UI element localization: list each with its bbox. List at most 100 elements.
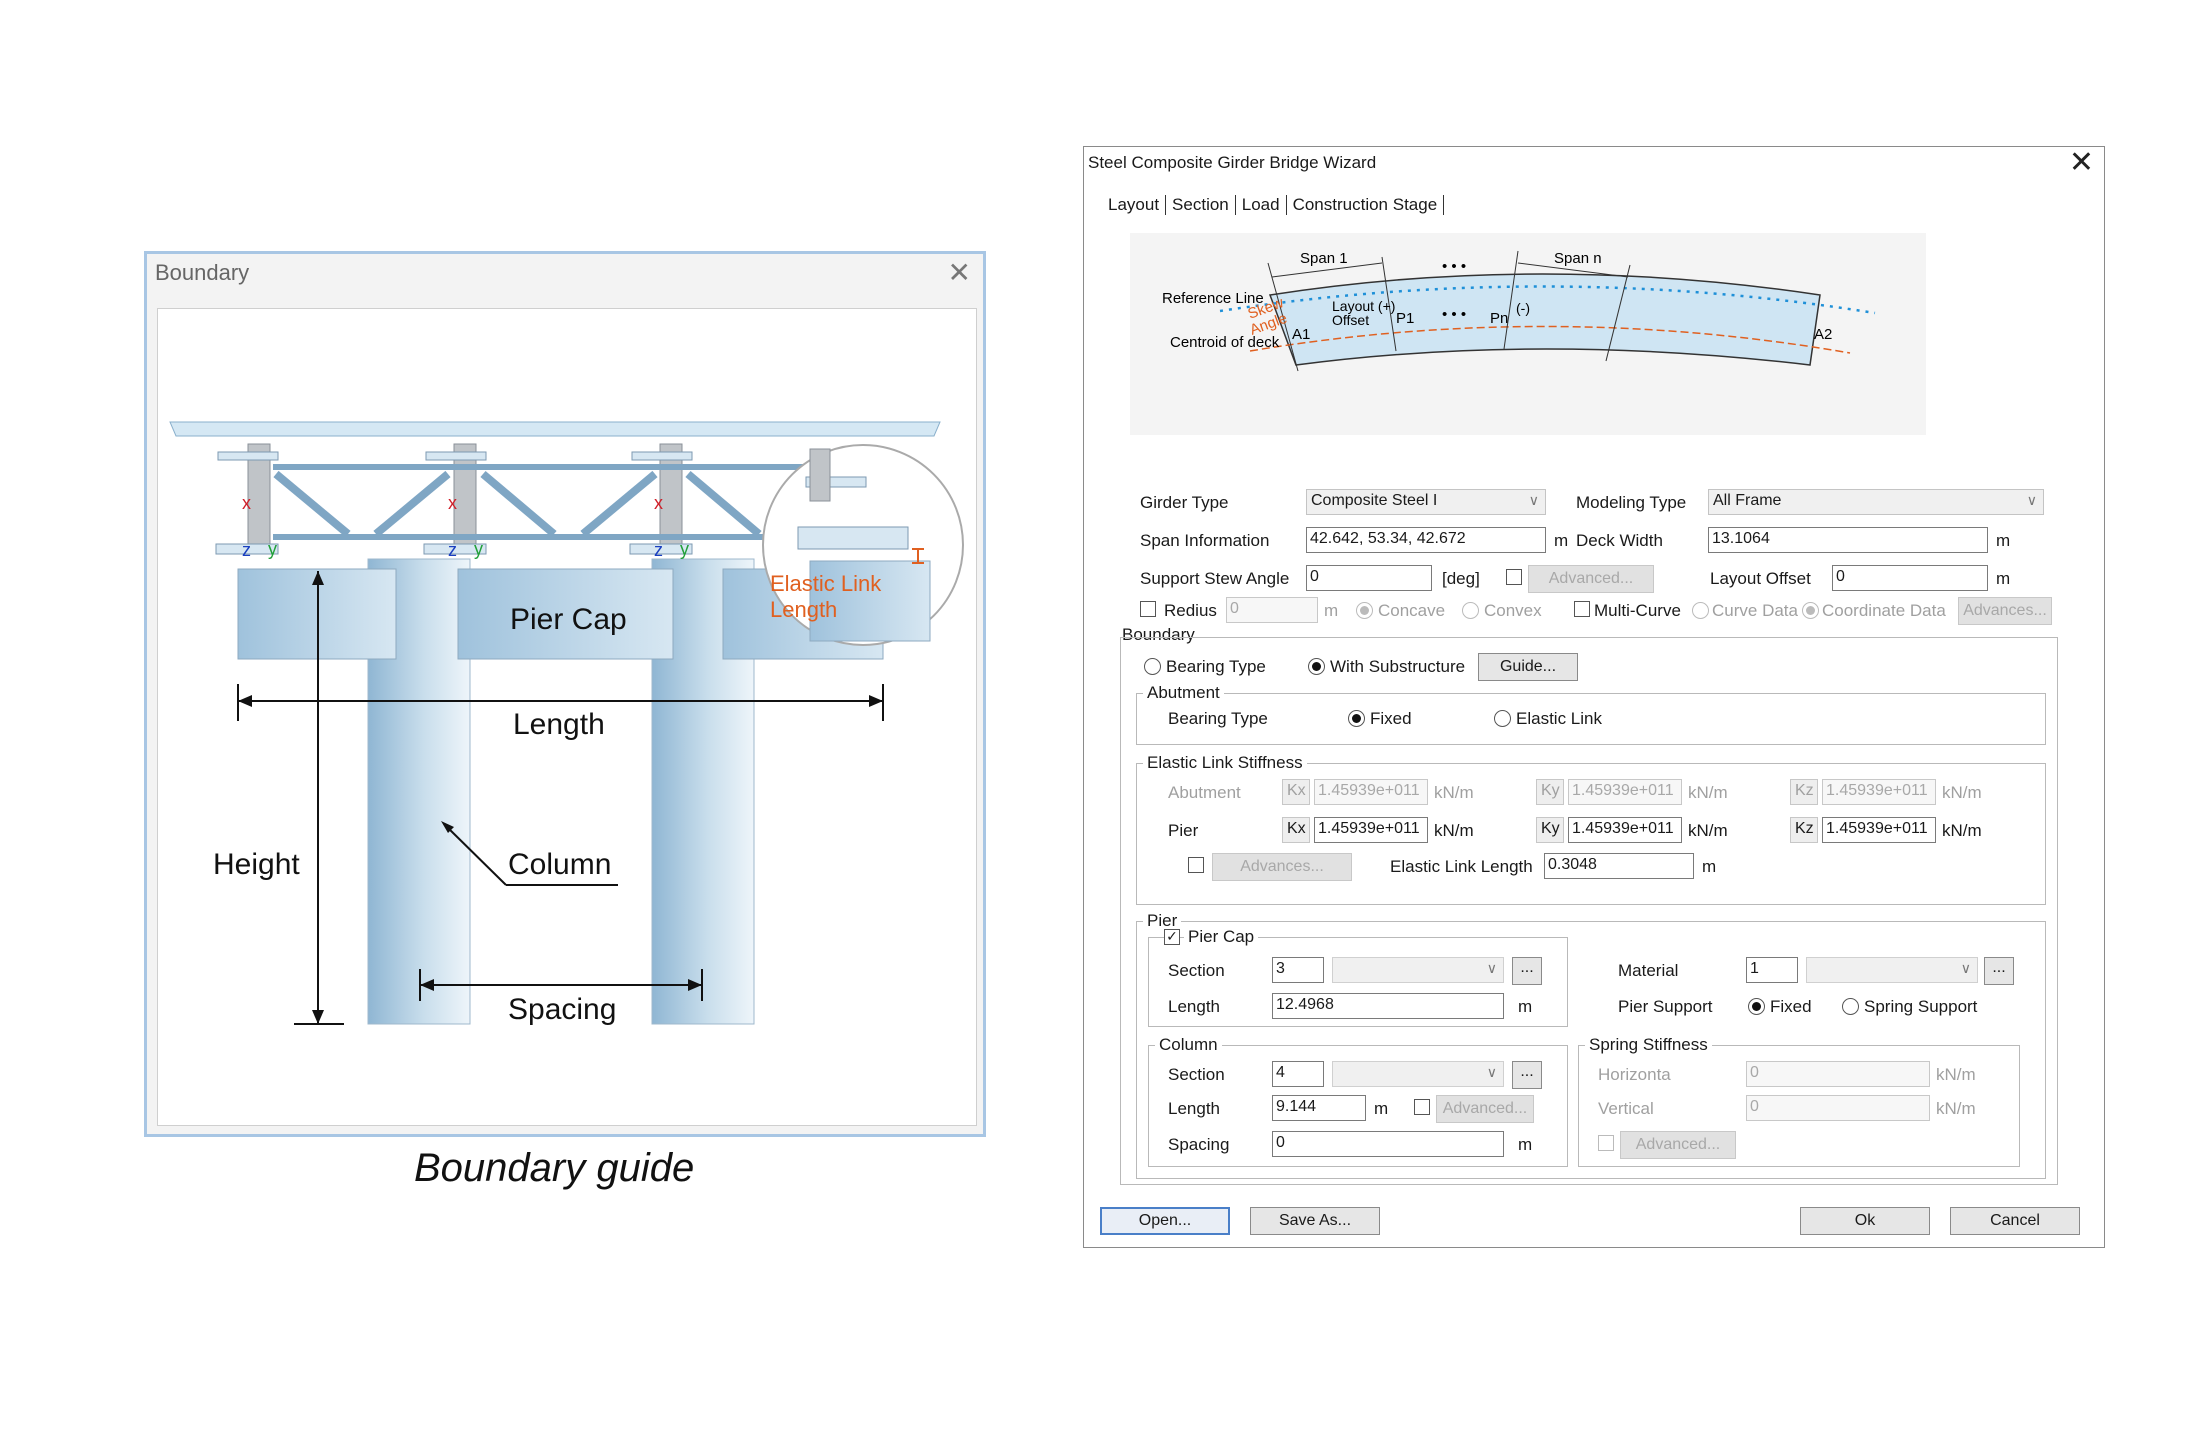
pier-cap-length-label: Length <box>1168 997 1220 1016</box>
cancel-button[interactable]: Cancel <box>1950 1207 2080 1235</box>
height-label: Height <box>213 848 300 881</box>
modeling-type-label: Modeling Type <box>1576 493 1687 512</box>
tab-section[interactable]: Section <box>1166 195 1236 215</box>
chevron-down-icon: ∨ <box>1486 960 1497 976</box>
abutment-ky-input[interactable]: 1.45939e+011 <box>1568 779 1682 805</box>
abutment-kx-unit: kN/m <box>1434 783 1474 802</box>
abutment-bearing-type-label: Bearing Type <box>1168 709 1268 728</box>
span-information-input[interactable]: 42.642, 53.34, 42.672 <box>1306 527 1546 553</box>
elastic-link-label: Elastic Link <box>770 571 882 596</box>
material-browse-button[interactable]: ... <box>1984 957 2014 985</box>
column-length-label: Length <box>1168 1099 1220 1118</box>
pier-cap-length-input[interactable]: 12.4968 <box>1272 993 1504 1019</box>
pier-cap-section-browse-button[interactable]: ... <box>1512 957 1542 985</box>
spring-horizontal-unit: kN/m <box>1936 1065 1976 1084</box>
pier-cap-section-input[interactable]: 3 <box>1272 957 1324 983</box>
column-spacing-input[interactable]: 0 <box>1272 1131 1504 1157</box>
girder-type-select[interactable]: Composite Steel I∨ <box>1306 489 1546 515</box>
stiffness-advances-button[interactable]: Advances... <box>1212 853 1352 881</box>
abutment-kx-input[interactable]: 1.45939e+011 <box>1314 779 1428 805</box>
deck-width-unit: m <box>1996 531 2011 550</box>
spring-advanced-checkbox[interactable] <box>1598 1135 1614 1151</box>
spring-support-radio[interactable] <box>1842 998 1859 1015</box>
open-button[interactable]: Open... <box>1100 1207 1230 1235</box>
pier-cap-label: Pier Cap <box>510 603 627 636</box>
ok-button[interactable]: Ok <box>1800 1207 1930 1235</box>
pier-kx-input[interactable]: 1.45939e+011 <box>1314 817 1428 843</box>
concave-label: Concave <box>1378 601 1446 620</box>
column-length-input[interactable]: 9.144 <box>1272 1095 1366 1121</box>
stiffness-advances-checkbox[interactable] <box>1188 857 1204 873</box>
pier-kz-input[interactable]: 1.45939e+011 <box>1822 817 1936 843</box>
tab-load[interactable]: Load <box>1236 195 1287 215</box>
guide-caption: Boundary guide <box>414 1146 695 1190</box>
material-select[interactable]: ∨ <box>1806 957 1978 983</box>
radius-input[interactable]: 0 <box>1226 597 1318 623</box>
pier-group-title: Pier <box>1143 911 1182 931</box>
skew-advanced-checkbox[interactable] <box>1506 569 1522 585</box>
curve-data-radio[interactable] <box>1692 602 1709 619</box>
chevron-down-icon: ∨ <box>2026 492 2037 508</box>
guide-window-title: Boundary <box>155 260 250 285</box>
convex-radio[interactable] <box>1462 602 1479 619</box>
support-skew-label: Support Stew Angle <box>1140 569 1290 588</box>
deck-width-input[interactable]: 13.1064 <box>1708 527 1988 553</box>
column-advanced-button[interactable]: Advanced... <box>1436 1095 1534 1123</box>
concave-radio[interactable] <box>1356 602 1373 619</box>
guide-drawing-canvas: x z y x z y x z y Elastic Link <box>157 308 977 1126</box>
material-label: Material <box>1618 961 1679 980</box>
spring-vertical-label: Vertical <box>1598 1099 1654 1118</box>
layout-offset-input[interactable]: 0 <box>1832 565 1988 591</box>
tab-construction-stage[interactable]: Construction Stage <box>1287 195 1445 215</box>
coordinate-data-radio[interactable] <box>1802 602 1819 619</box>
coordinate-data-label: Coordinate Data <box>1822 601 1946 620</box>
modeling-type-select[interactable]: All Frame∨ <box>1708 489 2044 515</box>
spring-horizontal-input[interactable]: 0 <box>1746 1061 1930 1087</box>
svg-text:x: x <box>448 493 457 513</box>
abutment-elastic-link-radio[interactable] <box>1494 710 1511 727</box>
multi-curve-advances-button[interactable]: Advances... <box>1958 597 2052 625</box>
radius-label: Redius <box>1164 601 1217 620</box>
column-label: Column <box>508 848 611 881</box>
column-section-select[interactable]: ∨ <box>1332 1061 1504 1087</box>
svg-text:x: x <box>242 493 251 513</box>
span-information-label: Span Information <box>1140 531 1270 550</box>
offset-label: Offset <box>1332 312 1369 328</box>
close-icon[interactable]: ✕ <box>947 257 971 288</box>
support-skew-input[interactable]: 0 <box>1306 565 1432 591</box>
tab-layout[interactable]: Layout <box>1108 195 1167 215</box>
pier-ky-input[interactable]: 1.45939e+011 <box>1568 817 1682 843</box>
elastic-link-length-input[interactable]: 0.3048 <box>1544 853 1694 879</box>
centroid-label: Centroid of deck <box>1170 334 1280 351</box>
abutment-fixed-radio[interactable] <box>1348 710 1365 727</box>
skew-advanced-button[interactable]: Advanced... <box>1528 565 1654 593</box>
deck-centroid-curve <box>1249 325 1851 354</box>
pier-support-fixed-radio[interactable] <box>1748 998 1765 1015</box>
column-leader <box>443 823 618 886</box>
tab-bar: Layout Section Load Construction Stage <box>1108 195 1445 215</box>
abutment-kz-label: Kz <box>1790 779 1818 805</box>
pier-group: Pier <box>1136 911 2046 1179</box>
multi-curve-checkbox[interactable] <box>1574 601 1590 617</box>
spring-vertical-input[interactable]: 0 <box>1746 1095 1930 1121</box>
save-as-button[interactable]: Save As... <box>1250 1207 1380 1235</box>
column-section-browse-button[interactable]: ... <box>1512 1061 1542 1089</box>
with-substructure-radio[interactable] <box>1308 658 1325 675</box>
column-section-input[interactable]: 4 <box>1272 1061 1324 1087</box>
span-ellipsis: • • • <box>1442 258 1466 275</box>
abutment-elastic-link-label: Elastic Link <box>1516 709 1602 728</box>
material-input[interactable]: 1 <box>1746 957 1798 983</box>
guide-button[interactable]: Guide... <box>1478 653 1578 681</box>
pier-ellipsis: • • • <box>1442 306 1466 323</box>
spring-advanced-button[interactable]: Advanced... <box>1620 1131 1736 1159</box>
pier-cap-checkbox[interactable]: ✓ <box>1164 929 1180 945</box>
abutment-ky-label: Ky <box>1536 779 1564 805</box>
close-icon[interactable]: ✕ <box>2068 146 2094 179</box>
pier-cap-section-select[interactable]: ∨ <box>1332 957 1504 983</box>
abutment-kz-input[interactable]: 1.45939e+011 <box>1822 779 1936 805</box>
bearing-type-label: Bearing Type <box>1166 657 1266 676</box>
pier-cap-section-label: Section <box>1168 961 1225 980</box>
bearing-type-radio[interactable] <box>1144 658 1161 675</box>
column-advanced-checkbox[interactable] <box>1414 1099 1430 1115</box>
radius-checkbox[interactable] <box>1140 601 1156 617</box>
